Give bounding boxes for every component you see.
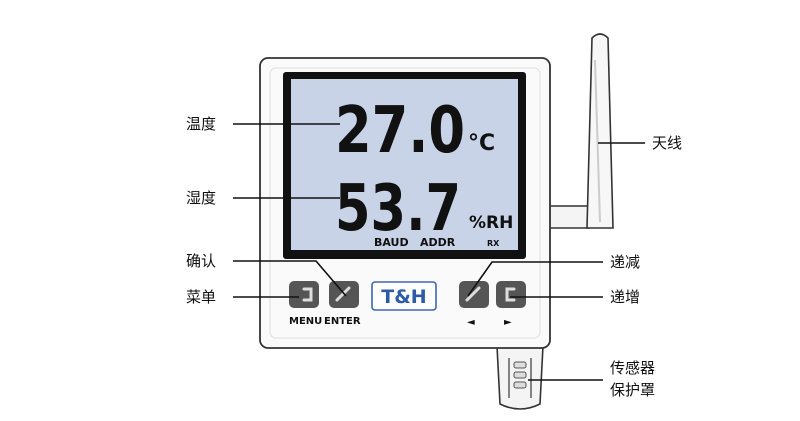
callout-temperature: 温度 [186, 115, 217, 133]
rx-indicator: RX [487, 239, 500, 248]
callout-sensor-cover-line2: 保护罩 [610, 381, 656, 399]
humidity-unit: %RH [469, 213, 513, 233]
temperature-reading: 27.0 [335, 94, 465, 168]
menu-button[interactable] [289, 281, 319, 308]
callout-lines [233, 123, 645, 381]
callout-menu: 菜单 [186, 288, 217, 306]
callout-antenna: 天线 [652, 134, 683, 152]
left-arrow-icon: ◄ [467, 317, 475, 328]
temperature-unit: °C [468, 131, 495, 156]
callout-humidity: 湿度 [186, 189, 217, 207]
menu-button-label: MENU [289, 316, 322, 327]
brand-logo-text: T&H [381, 286, 426, 308]
increment-button[interactable] [496, 281, 526, 308]
callout-confirm: 确认 [186, 252, 217, 270]
enter-button-label: ENTER [324, 316, 361, 327]
callout-sensor-cover-line1: 传感器 [610, 359, 656, 377]
antenna [548, 33, 614, 229]
callout-decrement: 递减 [610, 253, 641, 271]
baud-indicator: BAUD [374, 236, 409, 249]
brand-logo: T&H [371, 281, 437, 311]
addr-indicator: ADDR [420, 236, 456, 249]
callout-increment: 递增 [610, 288, 641, 306]
sensor-cover [496, 345, 544, 410]
lcd-display: 27.0 °C 53.7 %RH BAUD ADDR RX [283, 72, 526, 259]
humidity-reading: 53.7 [335, 172, 461, 246]
decrement-button[interactable] [459, 281, 489, 308]
right-arrow-icon: ► [504, 317, 512, 328]
